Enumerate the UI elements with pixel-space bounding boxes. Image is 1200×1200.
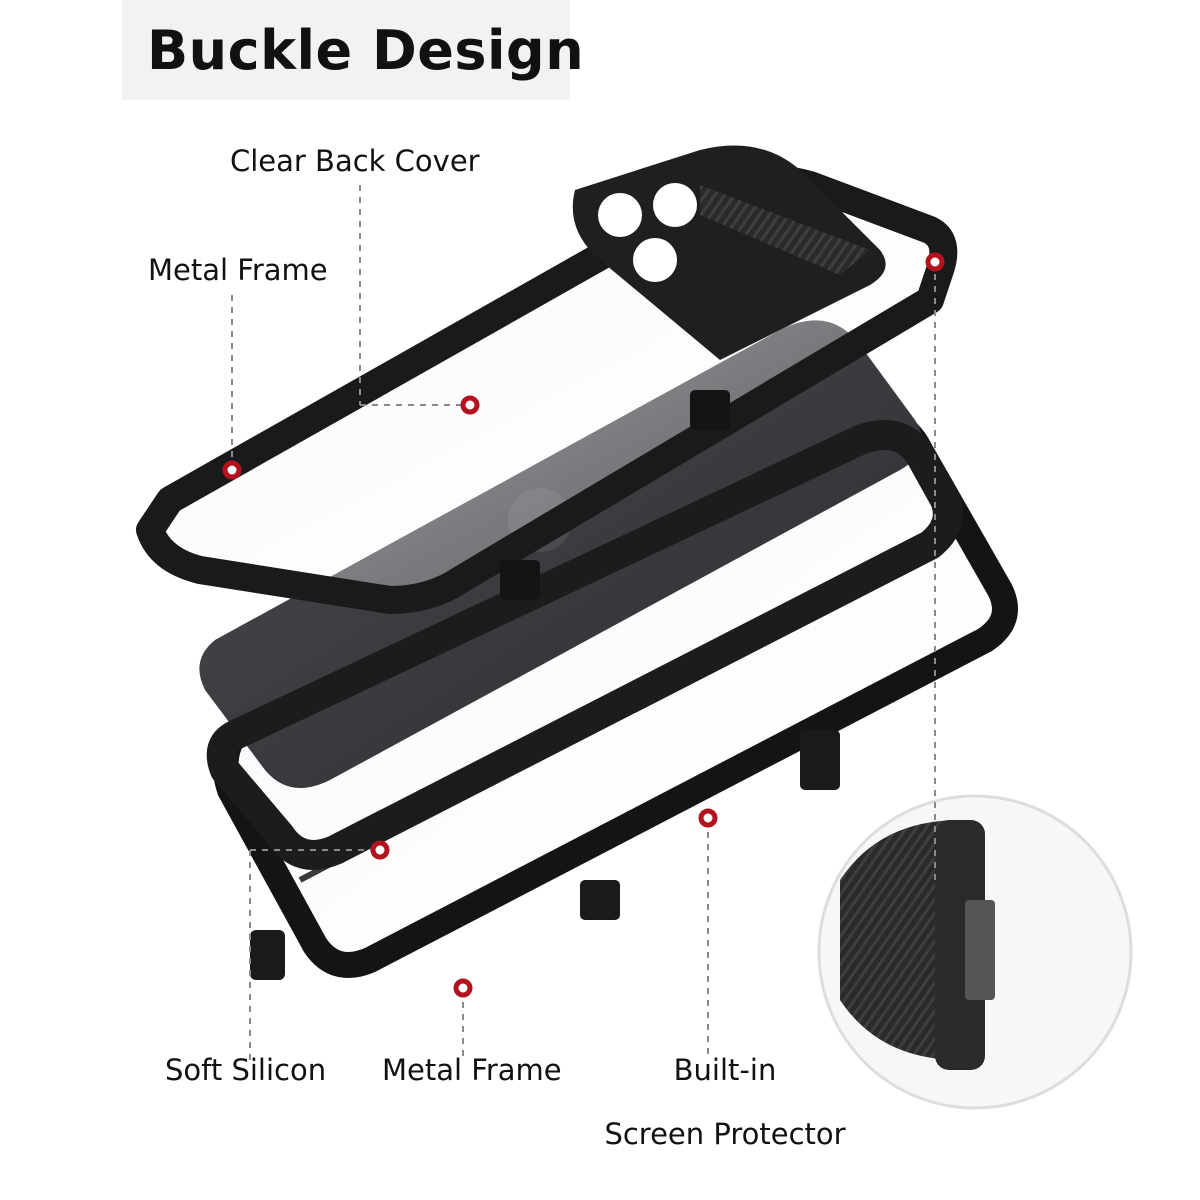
label-soft-silicon: Soft Silicon (165, 1053, 327, 1087)
label-clear-back-cover: Clear Back Cover (230, 144, 480, 178)
marker-buckle (925, 252, 945, 272)
camera-hole-1 (653, 183, 697, 227)
leader-lines (231, 185, 936, 1060)
marker-screen-protector (698, 808, 718, 828)
buckle-clip-top (690, 390, 730, 430)
clip-right (800, 730, 840, 790)
label-screen-protector: Screen Protector (604, 1117, 846, 1151)
camera-block (572, 145, 886, 360)
clip-bottom (580, 880, 620, 920)
page-title: Buckle Design (147, 19, 585, 82)
clip-left (250, 930, 285, 980)
buckle-zoom-detail (817, 794, 1133, 1110)
marker-metal-frame-top (222, 460, 242, 480)
camera-hole-2 (598, 193, 642, 237)
marker-soft-silicon (370, 840, 390, 860)
middle-silicon-frame (206, 420, 963, 870)
marker-metal-frame-bottom (453, 978, 473, 998)
camera-hole-3 (633, 238, 677, 282)
ribbed-panel (700, 185, 870, 275)
label-metal-frame-bottom: Metal Frame (382, 1053, 562, 1087)
buckle-clip-bottom (500, 560, 540, 600)
top-back-cover (136, 145, 958, 614)
callout-markers (222, 252, 945, 998)
label-built-in: Built-in (673, 1053, 777, 1087)
title-background (122, 0, 570, 100)
marker-clear-back (460, 395, 480, 415)
label-metal-frame-top: Metal Frame (148, 253, 328, 287)
